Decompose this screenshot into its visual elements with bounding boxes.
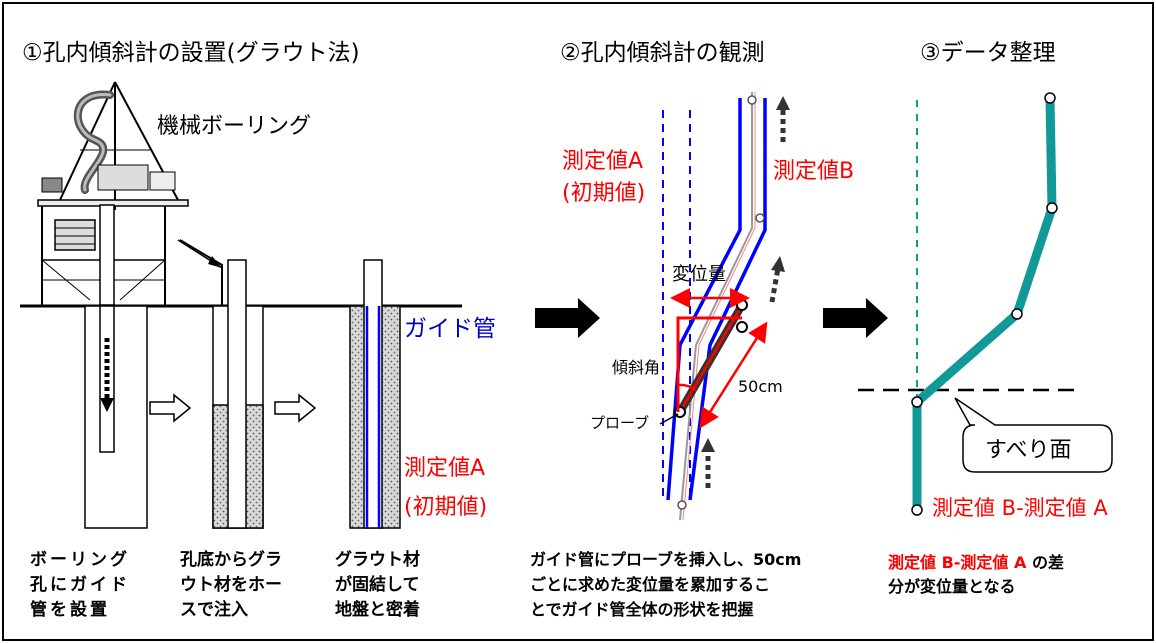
- caption-data-line-1: 測定値 B-測定値 A の差: [888, 553, 1064, 572]
- caption-2-line-3: スで注入: [180, 599, 248, 620]
- caption-1-line-2: 孔にガイド: [30, 575, 130, 595]
- slip-surface-label: すべり面: [985, 438, 1071, 463]
- incline-arc: [677, 383, 697, 392]
- measured-a-paren: (初期値): [562, 181, 645, 206]
- grout-flow-arrowhead: [208, 256, 222, 268]
- probe-wheel-upper: [736, 321, 748, 333]
- profile-point-2: [911, 396, 923, 408]
- difference-label: 測定値 B-測定値 A: [932, 496, 1108, 520]
- panel-arrow-2: [823, 298, 888, 338]
- caption-obs-line-3: とでガイド管全体の形状を把握: [530, 600, 754, 619]
- move-arrow-mid: [769, 267, 781, 303]
- caption-step-1: ボーリング 孔にガイド 管を設置: [30, 549, 130, 620]
- caption-3-line-2: が固結して: [335, 574, 420, 595]
- profile-point-1: [911, 504, 923, 516]
- panel-arrow-1: [535, 298, 600, 338]
- caption-1-line-3: 管を設置: [30, 599, 110, 620]
- grout-hose: [179, 239, 223, 306]
- wheel-top: [747, 95, 757, 105]
- deformed-pipe-left: [666, 98, 742, 501]
- incline-angle-label: 傾斜角: [612, 358, 660, 377]
- measured-b-label: 測定値B: [773, 159, 854, 184]
- guide-pipe-3: [363, 259, 383, 529]
- displacement-label: 変位量: [672, 264, 726, 285]
- caption-3-line-3: 地盤と密着: [335, 599, 420, 620]
- caption-data-rest1: の差: [1032, 553, 1064, 572]
- caption-2-line-1: 孔底からグラ: [180, 549, 282, 570]
- probe-wheel-top: [736, 299, 748, 311]
- guide-pipe-insert: [99, 305, 115, 453]
- borehole-1: [84, 305, 148, 529]
- step-arrow-1: [149, 393, 192, 423]
- guide-pipe-label: ガイド管: [404, 316, 496, 342]
- caption-2-line-2: ウト材をホー: [180, 574, 282, 595]
- probe-leader: [659, 413, 679, 425]
- caption-step-3: グラウト材 が固結して 地盤と密着: [335, 549, 420, 620]
- move-arrowhead-mid: [771, 256, 785, 272]
- measured-a-label: 測定値A: [562, 149, 643, 174]
- length-label: 50cm: [738, 377, 783, 396]
- profile-point-3: [1011, 308, 1023, 320]
- initial-value-label: 測定値A: [404, 456, 485, 481]
- initial-value-paren: (初期値): [404, 495, 487, 520]
- guide-pipe-2: [227, 259, 247, 529]
- probe-cable: [679, 92, 753, 521]
- machine-boring-label: 機械ボーリング: [157, 114, 311, 139]
- panel2-title: ②孔内傾斜計の観測: [560, 40, 765, 66]
- probe-label: プローブ: [590, 414, 649, 432]
- wheel-bottom: [677, 500, 687, 510]
- caption-step-2: 孔底からグラ ウト材をホー スで注入: [180, 549, 282, 620]
- length-arrow: [699, 321, 768, 429]
- drilling-rig-icon: [37, 81, 189, 306]
- caption-obs-line-1: ガイド管にプローブを挿入し、50cm: [530, 550, 801, 569]
- move-arrowhead-bottom: [701, 438, 715, 452]
- vertical-reference: [676, 316, 742, 412]
- move-arrowhead-top: [776, 96, 790, 110]
- caption-data-line-2: 分が変位量となる: [888, 577, 1016, 596]
- panel3-title: ③データ整理: [920, 40, 1056, 66]
- caption-observation: ガイド管にプローブを挿入し、50cm ごとに求めた変位量を累加するこ とでガイド…: [530, 550, 801, 619]
- caption-data-red: 測定値 B-測定値 A: [888, 553, 1027, 572]
- caption-data: 測定値 B-測定値 A の差 分が変位量となる: [888, 553, 1064, 596]
- slip-surface-callout: [954, 397, 1113, 473]
- caption-obs-line-2: ごとに求めた変位量を累加するこ: [530, 575, 770, 594]
- step-arrow-2: [274, 393, 317, 423]
- wheel-mid: [755, 213, 765, 223]
- insert-arrow-head: [100, 398, 114, 412]
- profile-point-5: [1044, 92, 1056, 104]
- profile-point-4: [1046, 202, 1058, 214]
- panel1-title: ①孔内傾斜計の設置(グラウト法): [22, 40, 360, 66]
- probe-cable-red: [682, 92, 756, 521]
- caption-1-line-1: ボーリング: [30, 549, 130, 570]
- caption-3-line-1: グラウト材: [335, 549, 420, 570]
